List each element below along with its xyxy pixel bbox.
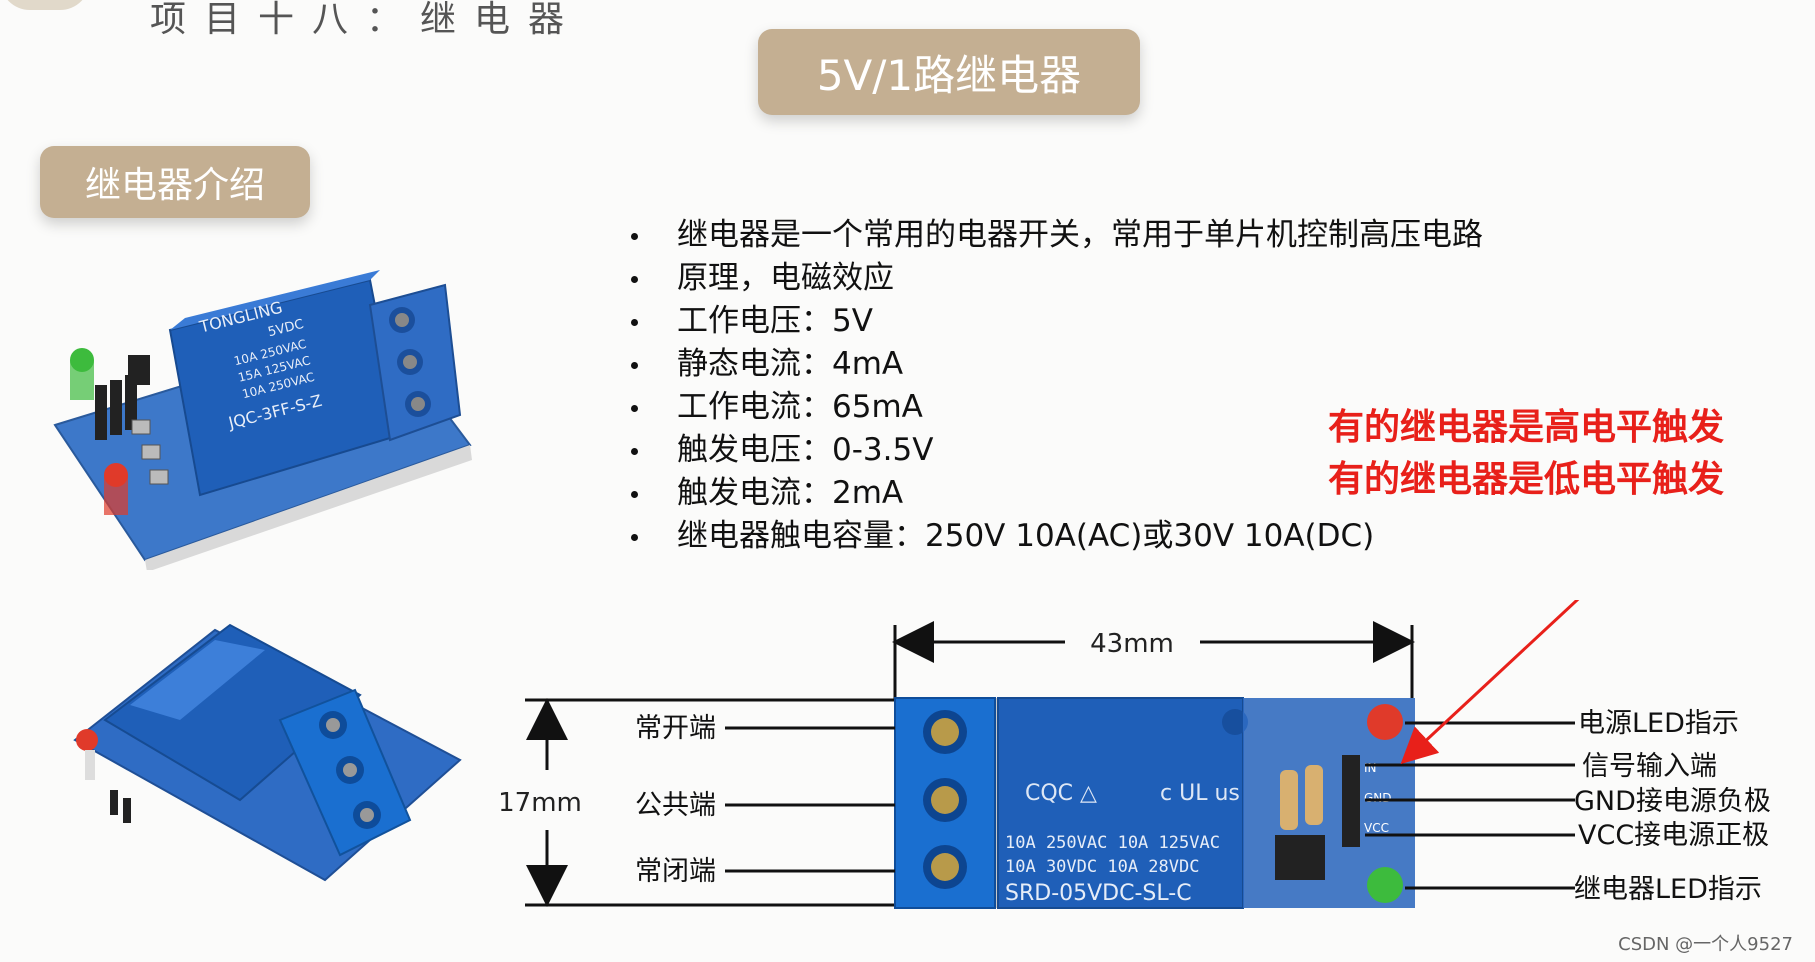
list-item: 工作电压：5V [625, 300, 1483, 343]
pin-label-signal: 信号输入端 [1582, 751, 1717, 782]
bullet-icon [631, 448, 638, 455]
power-led-icon [1367, 704, 1403, 740]
header-pins [1342, 755, 1360, 847]
cqc-logo-icon: CQC △ [1025, 781, 1097, 806]
transistor-icon [1275, 835, 1325, 880]
ul-logo-icon: c UL us [1160, 781, 1240, 806]
project-title: 项目十八：继电器 [150, 0, 583, 40]
relay-photo-top: TONGLING 5VDC 10A 250VAC 15A 125VAC 10A … [53, 270, 472, 570]
relay-led-icon [1367, 867, 1403, 903]
pin-label-com: 公共端 [635, 790, 716, 821]
relay-rating-line-2: 10A 30VDC 10A 28VDC [1005, 857, 1199, 877]
list-item: 触发电流：2mA [625, 472, 1483, 515]
list-item: 继电器是一个常用的电器开关，常用于单片机控制高压电路 [625, 214, 1483, 257]
trigger-note: 有的继电器是高电平触发 有的继电器是低电平触发 [1328, 402, 1724, 506]
bullet-icon [631, 405, 638, 412]
footer-credit: CSDN @一个人9527 [1618, 934, 1793, 955]
main-title: 5V/1路继电器 [758, 29, 1140, 115]
resistor-icon [1305, 765, 1323, 825]
list-item: 原理，电磁效应 [625, 257, 1483, 300]
pin-in-text: IN [1364, 761, 1377, 775]
pinout-diagram: 43mm 17mm CQC △ c UL us 10A 250VAC 10A 1… [498, 600, 1771, 909]
relay-body [997, 697, 1244, 909]
pin-label-relay-led: 继电器LED指示 [1574, 874, 1762, 905]
note-line-1: 有的继电器是高电平触发 [1328, 407, 1725, 448]
list-item: 静态电流：4mA [625, 343, 1483, 386]
list-item: 工作电流：65mA [625, 386, 1483, 429]
relay-rating-line-1: 10A 250VAC 10A 125VAC [1005, 833, 1220, 853]
bullet-icon [631, 491, 638, 498]
note-line-2: 有的继电器是低电平触发 [1328, 459, 1725, 500]
bullet-icon [631, 233, 638, 240]
pin-gnd-text: GND [1364, 791, 1392, 805]
red-arrow-icon [1400, 600, 1580, 765]
resistor-icon [1280, 770, 1298, 830]
relay-model-label: SRD-05VDC-SL-C [1005, 881, 1192, 906]
watermark-icon [1625, 0, 1795, 20]
height-label: 17mm [498, 788, 582, 818]
pin-label-vcc: VCC接电源正极 [1578, 820, 1769, 851]
list-item: 触发电压：0-3.5V [625, 429, 1483, 472]
bullet-icon [631, 362, 638, 369]
pin-label-power-led: 电源LED指示 [1578, 708, 1739, 739]
pin-label-gnd: GND接电源负极 [1574, 786, 1771, 817]
pin-label-no: 常开端 [635, 713, 716, 744]
list-item: 继电器触电容量：250V 10A(AC)或30V 10A(DC) [625, 515, 1483, 558]
section-title: 继电器介绍 [40, 146, 310, 218]
pin-vcc-text: VCC [1364, 821, 1389, 835]
bullet-icon [631, 319, 638, 326]
relay-photo-bottom [73, 623, 462, 882]
logo-icon [0, 0, 90, 10]
pin-label-nc: 常闭端 [635, 856, 716, 887]
width-label: 43mm [1090, 629, 1174, 659]
spec-list: 继电器是一个常用的电器开关，常用于单片机控制高压电路 原理，电磁效应 工作电压：… [625, 214, 1483, 558]
bullet-icon [631, 534, 638, 541]
bullet-icon [631, 276, 638, 283]
